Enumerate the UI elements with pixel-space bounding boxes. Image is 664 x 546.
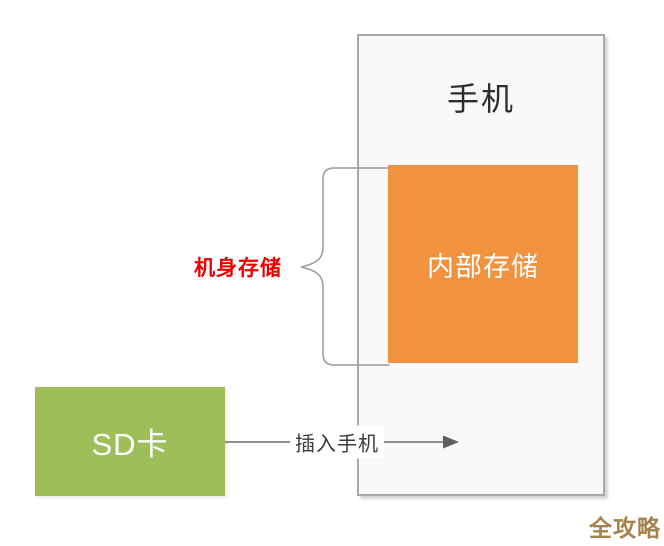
body-storage-label: 机身存储 bbox=[194, 257, 282, 280]
sd-card-label: SD卡 bbox=[91, 427, 169, 462]
sd-card-box: SD卡 bbox=[35, 387, 225, 496]
watermark: 全攻略 bbox=[589, 515, 661, 541]
brace-bracket bbox=[300, 167, 390, 366]
insert-arrow-label: 插入手机 bbox=[290, 425, 384, 459]
internal-storage-label: 内部存储 bbox=[427, 251, 539, 282]
internal-storage-box: 内部存储 bbox=[388, 165, 578, 363]
arrowhead-icon bbox=[443, 435, 459, 449]
phone-label: 手机 bbox=[446, 81, 515, 117]
phone-box: 手机 内部存储 bbox=[357, 34, 605, 496]
